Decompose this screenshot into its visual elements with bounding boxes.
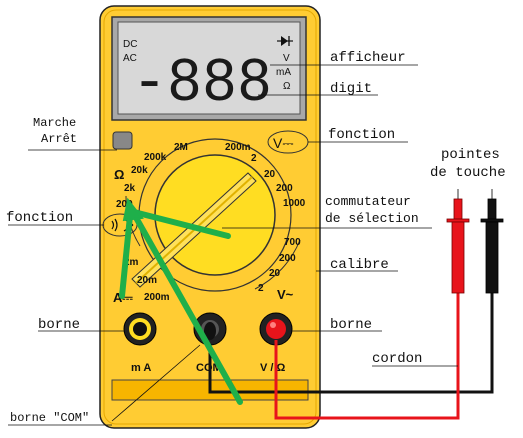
display-unit-v: V <box>283 53 290 64</box>
black-cord <box>208 293 494 394</box>
selector-dial[interactable] <box>131 138 292 292</box>
black-probe <box>480 189 504 294</box>
label-borne-left: borne <box>38 317 80 333</box>
range-200m-v: 200m <box>225 142 251 153</box>
label-fonction-left: fonction <box>6 210 73 226</box>
display-digits: -888 <box>132 48 272 119</box>
label-borne-right: borne <box>330 317 372 333</box>
v-dc-symbol: V⎓ <box>273 135 294 151</box>
label-afficheur: afficheur <box>330 50 406 66</box>
label-marche: Marche <box>33 116 76 130</box>
range-20m-a: 20m <box>137 275 157 286</box>
terminals <box>123 312 293 346</box>
v-ac-symbol: V~ <box>277 287 294 302</box>
label-de-touche: de touche <box>430 165 506 181</box>
range-20-acv: 20 <box>269 268 281 279</box>
label-borne-com: borne "COM" <box>10 411 89 425</box>
range-200-ohm: 200 <box>116 199 133 210</box>
display-unit-ma: mA <box>276 67 291 78</box>
label-calibre: calibre <box>330 257 389 273</box>
range-700-acv: 700 <box>284 237 301 248</box>
annotations: afficheur digit Marche Arrêt fonction fo… <box>6 50 506 425</box>
range-2k: 2k <box>124 183 136 194</box>
dial-labels: Ω 2M 200k 20k 2k 200 200m 2 20 200 1000 … <box>113 142 306 305</box>
cords <box>208 293 494 420</box>
range-200-acv: 200 <box>279 253 296 264</box>
leader-lines <box>8 64 458 426</box>
label-commutateur: commutateur <box>325 194 411 209</box>
range-200m-a: 200m <box>144 292 170 303</box>
range-20k: 20k <box>131 165 148 176</box>
diode-icon <box>277 36 293 46</box>
range-2-v: 2 <box>251 153 257 164</box>
red-probe <box>446 189 470 294</box>
display-unit-ohm: Ω <box>283 81 291 92</box>
terminal-ma-label: m A <box>131 362 151 374</box>
label-fonction-right: fonction <box>328 127 395 143</box>
calibre-arc <box>254 239 301 290</box>
label-arret: Arrêt <box>41 132 77 146</box>
red-cord <box>274 293 460 420</box>
ohm-symbol: Ω <box>114 167 124 182</box>
label-digit: digit <box>330 81 372 97</box>
range-200k: 200k <box>144 152 167 163</box>
terminal-vohm-label: V / Ω <box>260 362 286 374</box>
range-1000-v: 1000 <box>283 198 306 209</box>
power-button[interactable] <box>112 131 133 150</box>
range-2M: 2M <box>174 142 188 153</box>
range-200-v: 200 <box>276 183 293 194</box>
display-panel: DC AC -888 V mA Ω <box>111 16 307 121</box>
label-de-selection: de sélection <box>325 211 419 226</box>
label-cordon: cordon <box>372 351 422 367</box>
range-2-acv: 2 <box>258 283 264 294</box>
range-2m-a: 2m <box>124 257 139 268</box>
display-ac-label: AC <box>123 53 137 64</box>
range-20-v: 20 <box>264 169 276 180</box>
label-pointes: pointes <box>441 147 500 163</box>
green-arrows <box>119 197 243 405</box>
display-dc-label: DC <box>123 39 137 50</box>
